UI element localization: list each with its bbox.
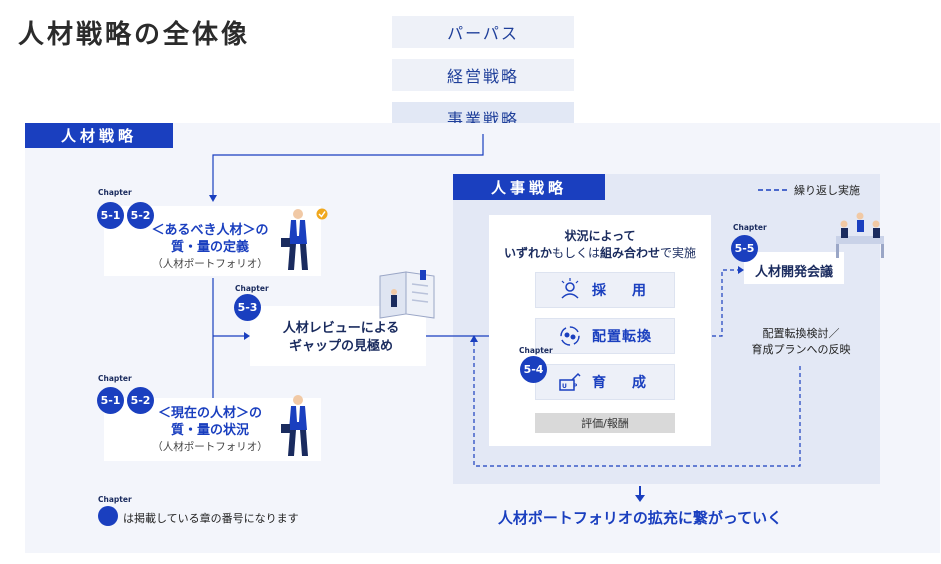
current-line3: （人材ポートフォリオ） bbox=[152, 441, 268, 453]
repeat-legend: 繰り返し実施 bbox=[758, 183, 878, 197]
ideal-line2: 質・量の定義 bbox=[170, 240, 249, 255]
reassignment-label: 配置転換 bbox=[592, 329, 652, 345]
situation-line1: 状況によって bbox=[564, 229, 636, 243]
situation-line2: いずれかもしくは組み合わせで実施 bbox=[489, 245, 711, 262]
chapter-label: Chapter bbox=[235, 284, 269, 293]
page-title: 人材戦略の全体像 bbox=[18, 20, 251, 50]
reassignment-box: 配置転換 bbox=[535, 318, 675, 354]
chapter-badge: 5-1 bbox=[97, 202, 124, 229]
review-line2: ギャップの見極め bbox=[288, 339, 393, 354]
repeat-legend-text: 繰り返し実施 bbox=[794, 184, 860, 197]
situation-normal1: もしくは bbox=[551, 246, 600, 260]
chapter-badge: 5-4 bbox=[520, 356, 547, 383]
meeting-people-icon bbox=[836, 212, 884, 258]
svg-text:UP: UP bbox=[562, 383, 582, 390]
review-line1: 人材レビューによる bbox=[282, 321, 400, 336]
chapter-label: Chapter bbox=[98, 495, 132, 504]
chapter-badge: 5-5 bbox=[731, 235, 758, 262]
hiring-box: 採 用 bbox=[535, 272, 675, 308]
chapter-label: Chapter bbox=[98, 188, 132, 197]
chapter-badge: 5-2 bbox=[127, 387, 154, 414]
portfolio-expansion-text: 人材ポートフォリオの拡充に繋がっていく bbox=[497, 509, 783, 527]
situation-bold2: 組み合わせ bbox=[600, 246, 661, 260]
ideal-line1: ＜あるべき人材＞の bbox=[151, 223, 269, 238]
businessman-figure-icon bbox=[281, 208, 328, 270]
meeting-card bbox=[744, 252, 844, 284]
chapter-label: Chapter bbox=[733, 223, 767, 232]
hr-strategy-tag: 人材戦略 bbox=[25, 123, 173, 148]
training-box: UP 育 成 bbox=[535, 364, 675, 400]
hiring-label: 採 用 bbox=[592, 283, 652, 299]
legend-text: は掲載している章の番号になります bbox=[123, 512, 299, 525]
current-line2: 質・量の状況 bbox=[170, 423, 249, 438]
meeting-label: 人材開発会議 bbox=[754, 265, 833, 280]
reassignment-icon bbox=[560, 326, 580, 346]
evaluation-bar: 評価/報酬 bbox=[535, 413, 675, 433]
reflection-line1: 配置転換検討／ bbox=[762, 327, 840, 340]
reflection-line2: 育成プランへの反映 bbox=[751, 343, 851, 356]
training-label: 育 成 bbox=[592, 375, 652, 391]
chapter-label: Chapter bbox=[98, 374, 132, 383]
situation-normal2: で実施 bbox=[660, 246, 697, 260]
document-review-icon bbox=[379, 270, 435, 319]
chapter-badge: 5-3 bbox=[234, 294, 261, 321]
chapter-badge: 5-1 bbox=[97, 387, 124, 414]
businessman-figure-icon bbox=[281, 395, 308, 456]
situation-bold1: いずれか bbox=[503, 246, 552, 260]
purpose-box: パーパス bbox=[392, 16, 574, 48]
chapter-label: Chapter bbox=[519, 346, 553, 355]
hiring-icon bbox=[561, 278, 579, 299]
current-line1: ＜現在の人材＞の bbox=[157, 406, 262, 421]
ideal-line3: （人材ポートフォリオ） bbox=[152, 258, 268, 270]
legend-badge-icon bbox=[98, 506, 118, 526]
personnel-strategy-tag: 人事戦略 bbox=[453, 174, 605, 200]
training-icon: UP bbox=[559, 372, 582, 391]
chapter-badge: 5-2 bbox=[127, 202, 154, 229]
dashed-line-icon bbox=[758, 189, 788, 191]
talent-review-card bbox=[250, 306, 426, 366]
management-strategy-box: 経営戦略 bbox=[392, 59, 574, 91]
